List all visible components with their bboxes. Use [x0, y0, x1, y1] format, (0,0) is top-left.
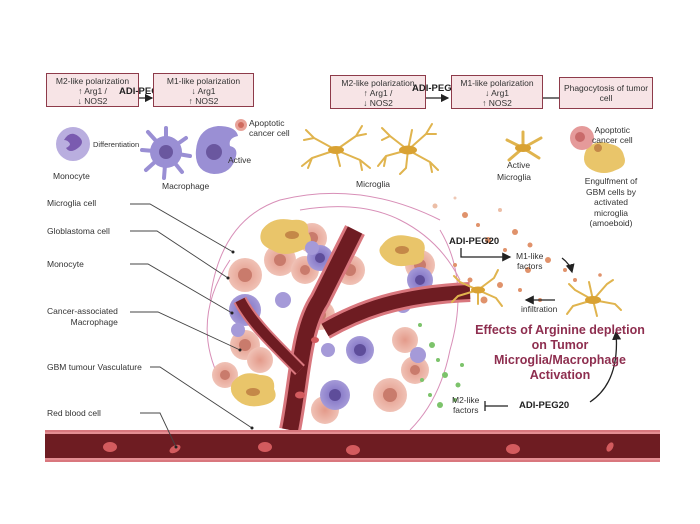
engulfment-label: Engulfment of GBM cells by activated mic…: [584, 176, 638, 228]
left-adi-peg20-label: ADI-PEG20: [119, 86, 170, 97]
cycle-adi-peg20-bottom: ADI-PEG20: [519, 400, 570, 411]
amoeboid-microglia-icon: [570, 126, 625, 173]
amoeboid-microglia-cluster: [230, 219, 425, 407]
right-m1-title: M1-like polarization: [460, 78, 534, 88]
active-microglia-label-2: Microglia: [497, 172, 532, 182]
legend-gbm-vasculature: GBM tumour Vasculature: [47, 362, 142, 372]
legend-leader-lines: [130, 203, 253, 448]
right-m2-title: M2-like polarization: [341, 78, 415, 88]
left-m1-nos2: ↑ NOS2: [188, 96, 219, 106]
legend-leader-dots: [174, 250, 254, 449]
monocyte-label: Monocyte: [53, 171, 90, 181]
differentiation-label: Differentiation: [93, 140, 140, 149]
left-m1-polarization-box: M1-like polarization ↓ Arg1 ↑ NOS2: [153, 73, 254, 107]
legend-glioblastoma-cell: Globlastoma cell: [47, 226, 110, 236]
cycle-adi-peg20-top: ADI-PEG20: [449, 236, 500, 247]
legend-monocyte: Monocyte: [47, 259, 84, 269]
left-m2-arg1: ↑ Arg1 /: [78, 86, 107, 96]
monocyte-icon: [56, 127, 90, 161]
infiltration-label: infiltration: [521, 304, 558, 314]
phagocytosis-title: Phagocytosis of tumor: [563, 83, 649, 93]
legend-microglia-cell: Microglia cell: [47, 198, 97, 208]
red-blood-cells: [103, 337, 614, 455]
microglia-icon-2: [377, 123, 439, 175]
right-m2-nos2: ↓ NOS2: [363, 98, 393, 108]
macrophage-label: Macrophage: [162, 181, 210, 191]
legend-red-blood-cell: Red blood cell: [47, 408, 101, 418]
extracellular-fibers: [206, 192, 461, 431]
right-m1-nos2: ↑ NOS2: [482, 98, 512, 108]
right-m2-polarization-box: M2-like polarization ↑ Arg1 / ↓ NOS2: [330, 75, 426, 109]
left-m2-title: M2-like polarization: [55, 76, 130, 86]
active-macrophage-icon: [195, 126, 238, 174]
effects-title: Effects of Arginine depletion on Tumor M…: [475, 323, 645, 382]
macrophage-icon: [140, 126, 192, 180]
left-m2-nos2: ↓ NOS2: [77, 96, 108, 106]
microglia-label: Microglia: [356, 179, 391, 189]
apoptotic-cell-icon: [235, 119, 247, 131]
left-m1-title: M1-like polarization: [166, 76, 241, 86]
cycle-arrows: [460, 248, 622, 411]
legend-cancer-associated-macrophage: Cancer-associated Macrophage: [47, 306, 118, 327]
infiltrating-microglia-icon: [451, 269, 503, 307]
left-m2-polarization-box: M2-like polarization ↑ Arg1 / ↓ NOS2: [46, 73, 139, 107]
left-m1-arg1: ↓ Arg1: [191, 86, 216, 96]
left-apoptotic-label: Apoptotic cancer cell: [249, 118, 290, 138]
active-label: Active: [228, 155, 252, 165]
active-microglia-label-1: Active: [507, 160, 531, 170]
phagocytosis-line2: cell: [599, 93, 613, 103]
right-m1-arg1: ↓ Arg1: [484, 88, 510, 98]
right-m2-arg1: ↑ Arg1 /: [363, 88, 393, 98]
right-m1-polarization-box: M1-like polarization ↓ Arg1 ↑ NOS2: [451, 75, 543, 109]
microglia-icon-1: [301, 125, 371, 171]
right-apoptotic-label: Apoptotic cancer cell: [592, 125, 633, 145]
phagocytosis-box: Phagocytosis of tumor cell: [559, 77, 653, 109]
right-adi-peg20-label: ADI-PEG20: [412, 83, 463, 94]
activated-microglia-cycle-icon: [566, 279, 622, 317]
m2-factor-dots: [418, 323, 464, 408]
active-microglia-icon: [505, 130, 543, 162]
m1-factors-label: M1-like factors: [516, 251, 544, 271]
m2-factors-label: M2-like factors: [452, 395, 480, 415]
